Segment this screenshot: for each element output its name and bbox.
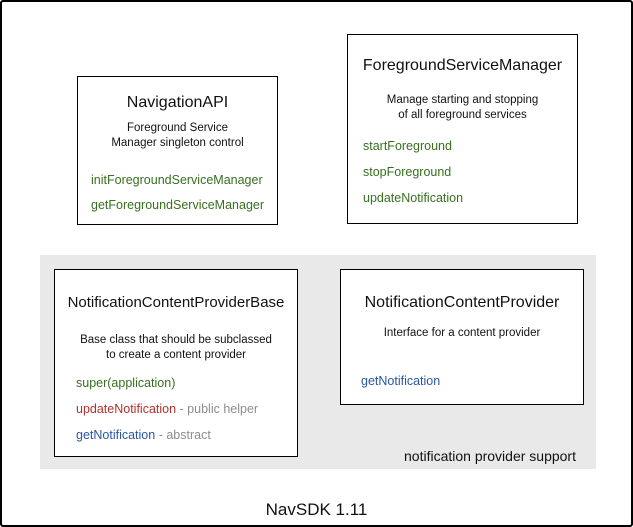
class-title-notification-content-provider: NotificationContentProvider xyxy=(364,294,560,311)
method-annotation: - abstract xyxy=(155,428,211,442)
group-label: notification provider support xyxy=(404,448,576,464)
description-line: Base class that should be subclassed xyxy=(80,334,272,346)
method-getForegroundServiceManager: getForegroundServiceManager xyxy=(91,198,265,212)
method-initForegroundServiceManager: initForegroundServiceManager xyxy=(91,173,263,187)
sdk-version-label: NavSDK 1.11 xyxy=(265,500,368,519)
description-line: Interface for a content provider xyxy=(383,327,541,339)
class-description: Manage starting and stopping of all fore… xyxy=(348,93,577,123)
description-line: Manager singleton control xyxy=(111,137,244,149)
description-line: Foreground Service xyxy=(127,122,228,134)
method-list: getNotification xyxy=(341,375,583,388)
class-box-navigation-api: NavigationAPI Foreground Service Manager… xyxy=(77,76,278,225)
notification-provider-group: NotificationContentProviderBase Base cla… xyxy=(40,255,596,469)
class-box-notification-content-provider-base: NotificationContentProviderBase Base cla… xyxy=(54,269,298,457)
method-stopForeground: stopForeground xyxy=(363,165,452,179)
class-box-notification-content-provider: NotificationContentProvider Interface fo… xyxy=(340,269,584,405)
method-list: initForegroundServiceManager getForegrou… xyxy=(78,174,277,212)
class-title-foreground-service-manager: ForegroundServiceManager xyxy=(362,57,563,74)
class-title-notification-content-provider-base: NotificationContentProviderBase xyxy=(67,294,285,311)
class-box-foreground-service-manager: ForegroundServiceManager Manage starting… xyxy=(347,34,578,224)
method-updateNotification: updateNotification xyxy=(363,191,464,205)
method-super-application: super(application) xyxy=(76,377,297,390)
method-list: startForeground stopForeground updateNot… xyxy=(348,140,577,205)
description-line: to create a content provider xyxy=(106,349,246,361)
method-name: updateNotification xyxy=(76,402,177,416)
method-getNotification: getNotification xyxy=(361,374,441,388)
method-updateNotification: updateNotification - public helper xyxy=(76,403,297,416)
class-description: Base class that should be subclassed to … xyxy=(55,333,297,363)
method-startForeground: startForeground xyxy=(363,139,452,153)
description-line: of all foreground services xyxy=(398,109,527,121)
description-line: Manage starting and stopping xyxy=(386,94,539,106)
method-list: super(application) updateNotification - … xyxy=(55,377,297,442)
method-getNotification: getNotification - abstract xyxy=(76,429,297,442)
method-name: getNotification xyxy=(76,428,156,442)
method-name: super(application) xyxy=(76,376,176,390)
class-description: Foreground Service Manager singleton con… xyxy=(78,121,277,151)
class-title-navigation-api: NavigationAPI xyxy=(126,94,229,111)
method-annotation: - public helper xyxy=(176,402,259,416)
class-description: Interface for a content provider xyxy=(341,326,583,341)
